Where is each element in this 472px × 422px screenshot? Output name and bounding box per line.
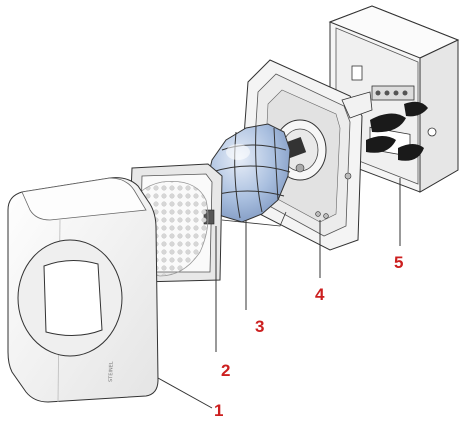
- terminal-block: [371, 85, 415, 101]
- cover-brand-text: STEINEL: [108, 361, 115, 382]
- callout-3: 3: [255, 317, 264, 336]
- callout-2: 2: [221, 361, 230, 380]
- cable-entry-hole: [370, 113, 406, 133]
- cable-entry-hole: [404, 101, 428, 117]
- cable-entry-hole: [366, 136, 396, 153]
- front-cover: STEINEL: [7, 177, 159, 403]
- callout-1: 1: [214, 401, 223, 420]
- callout-labels: 1 2 3 4 5: [214, 253, 403, 420]
- callout-5: 5: [394, 253, 403, 272]
- leader-lines: [157, 178, 401, 409]
- cover-window-opening: [17, 239, 123, 357]
- fresnel-lens-dome: [205, 123, 291, 227]
- leader-line-1: [157, 377, 213, 409]
- cable-entry-hole: [398, 144, 424, 161]
- callout-4: 4: [315, 285, 325, 304]
